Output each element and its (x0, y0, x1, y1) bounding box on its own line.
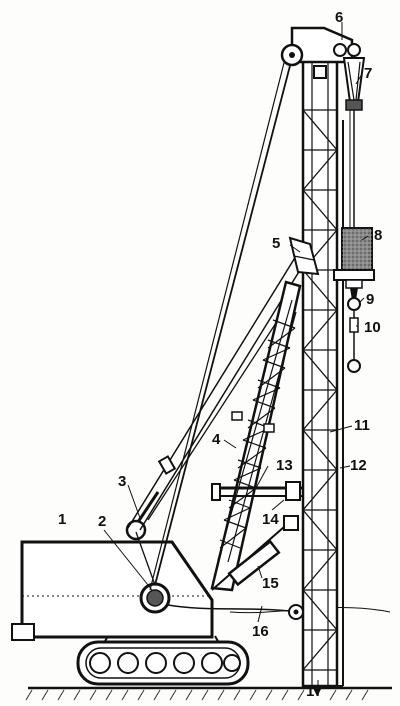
label-17: 17 (306, 683, 323, 700)
label-3: 3 (118, 473, 126, 490)
label-2: 2 (98, 513, 106, 530)
label-5: 5 (272, 235, 280, 252)
mast (288, 48, 344, 688)
label-12: 12 (350, 457, 367, 474)
crawler-track (76, 635, 250, 686)
label-13: 13 (276, 457, 293, 474)
label-1: 1 (58, 511, 66, 528)
label-9: 9 (366, 291, 374, 308)
ground (25, 686, 392, 701)
label-16: 16 (252, 623, 269, 640)
leader-lines (103, 22, 369, 686)
rope-clamp (157, 455, 177, 475)
label-11: 11 (354, 417, 370, 434)
boom-strut (210, 280, 302, 592)
upper-slider (288, 236, 320, 276)
mast-head (280, 26, 361, 79)
pile-hammer (333, 227, 375, 289)
label-15: 15 (262, 575, 279, 592)
label-8: 8 (374, 227, 382, 244)
pile-cap (347, 288, 361, 373)
ropes (127, 54, 391, 614)
hoist-block (342, 57, 366, 230)
base-machine (11, 540, 214, 641)
labels: 1 2 3 4 5 6 7 8 9 10 11 12 13 14 15 16 1… (58, 9, 382, 700)
backstay-pulley (125, 491, 160, 541)
mast-foot (312, 686, 322, 696)
label-6: 6 (335, 9, 343, 26)
label-7: 7 (364, 65, 372, 82)
hydraulic-cylinder (211, 515, 299, 591)
label-10: 10 (364, 319, 381, 336)
label-14: 14 (262, 511, 279, 528)
label-4: 4 (212, 431, 221, 448)
winch-drum (139, 582, 171, 614)
